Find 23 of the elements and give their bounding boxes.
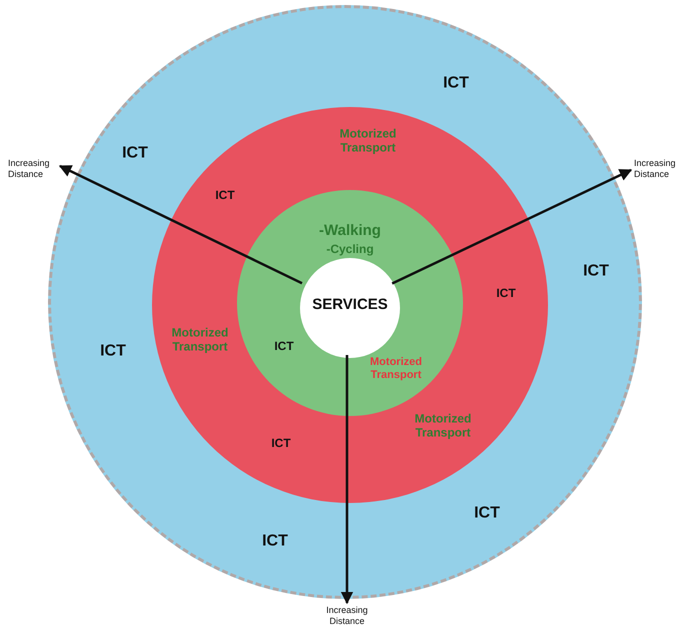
ring-label: Motorized Transport bbox=[370, 356, 422, 382]
ring-label: Motorized Transport bbox=[172, 326, 228, 354]
arrow bbox=[392, 168, 632, 285]
ring-label: ICT bbox=[583, 261, 609, 281]
ring-label: Motorized Transport bbox=[340, 126, 396, 156]
arrow bbox=[340, 355, 354, 604]
ring-label: Motorized Transport bbox=[414, 412, 472, 440]
ring-label: ICT bbox=[474, 503, 500, 523]
ring-label: SERVICES bbox=[312, 296, 388, 314]
ring-label: -Walking bbox=[319, 222, 381, 240]
ring-label: ICT bbox=[271, 436, 291, 450]
ring-label: ICT bbox=[496, 286, 516, 300]
axis-caption: Increasing Distance bbox=[8, 158, 58, 180]
ring-label: ICT bbox=[262, 531, 288, 551]
ring-label: ICT bbox=[443, 73, 469, 93]
ring-label: -Cycling bbox=[326, 242, 374, 256]
ring-label: ICT bbox=[274, 338, 294, 354]
ring-label: ICT bbox=[100, 341, 126, 361]
ring-label: ICT bbox=[215, 188, 235, 202]
arrow bbox=[58, 164, 303, 284]
ring-label: ICT bbox=[122, 143, 148, 163]
axis-caption: Increasing Distance bbox=[315, 605, 379, 627]
axis-caption: Increasing Distance bbox=[634, 158, 684, 180]
